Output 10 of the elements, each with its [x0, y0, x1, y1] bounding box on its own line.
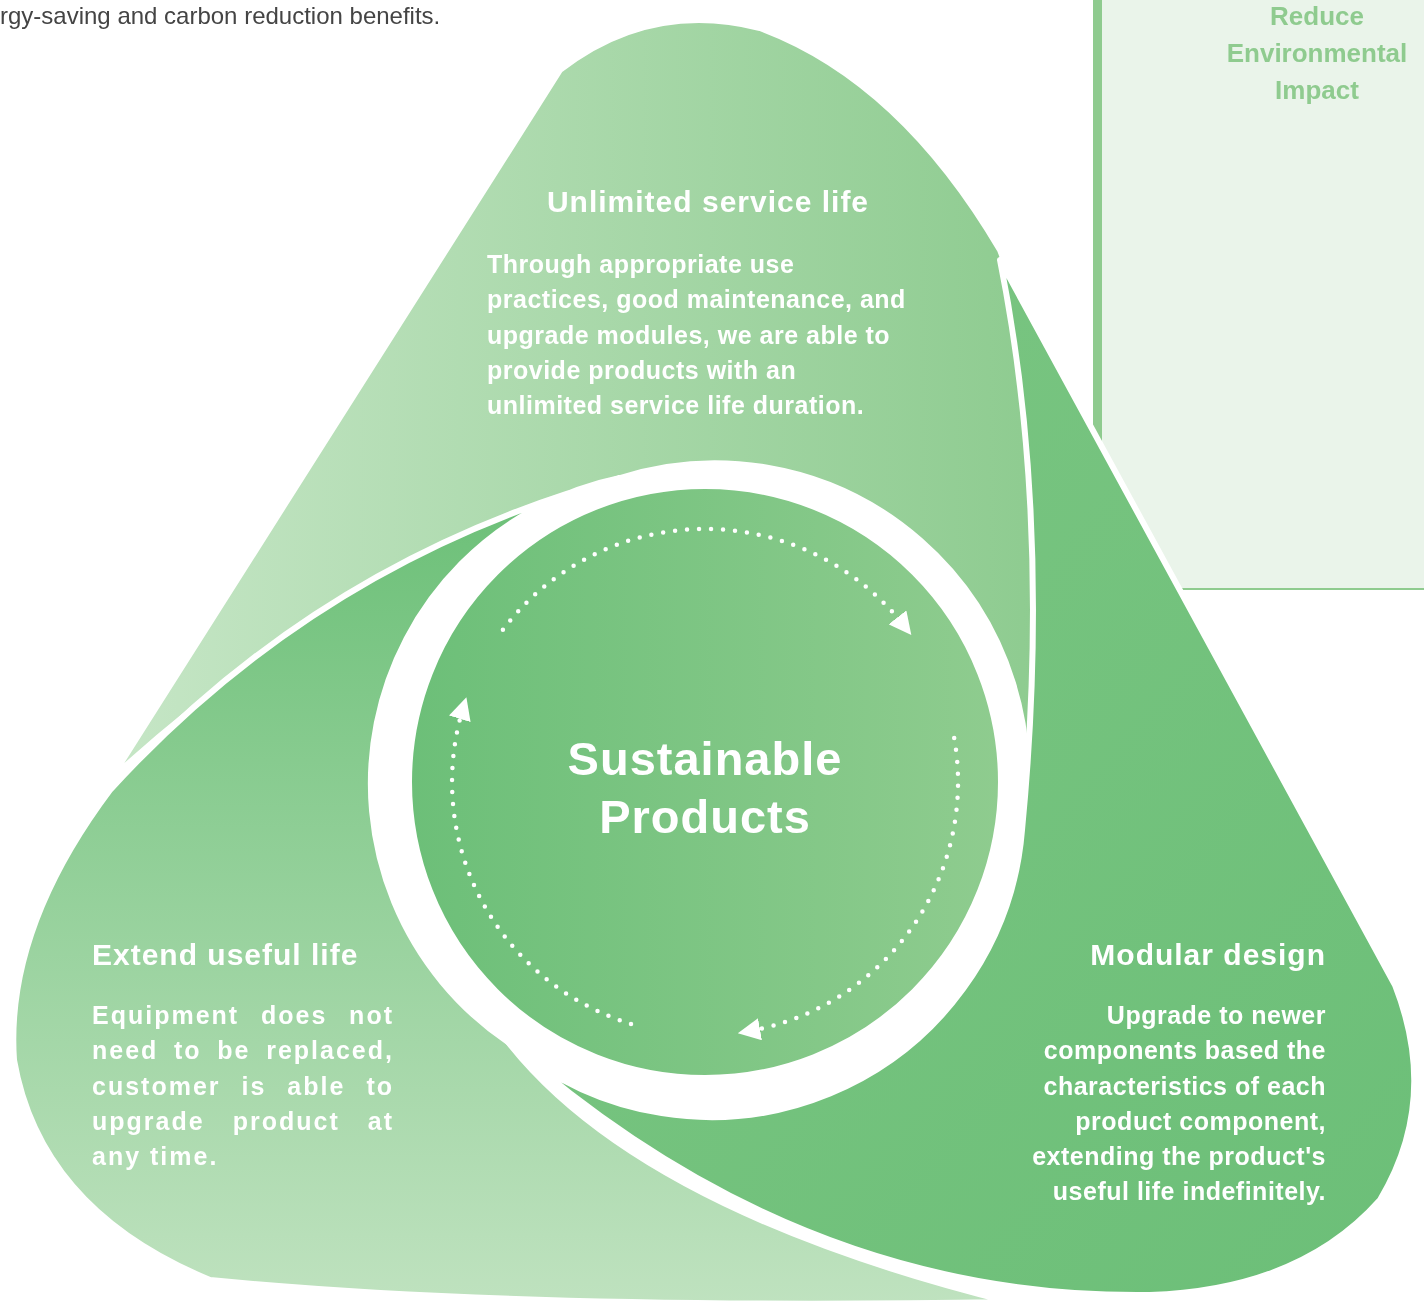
heading: Unlimited service life	[545, 185, 871, 219]
note-text: rgy-saving and carbon reduction benefits.	[0, 2, 441, 30]
title: Sustainable Products	[566, 731, 844, 845]
description: Equipment does not need to be replaced, customer is able to upgrade product at any time.	[92, 1000, 394, 1173]
description: Through appropriate use practices, good maintenance, and upgrade modules, we are able to provide products with an unlimited service life duration.	[487, 249, 907, 422]
side-panel	[1093, 0, 1424, 590]
heading: Extend useful life	[92, 938, 360, 972]
heading: Modular design	[1089, 938, 1326, 972]
title: Reduce Environmental Impact	[1225, 0, 1409, 107]
description: Upgrade to newer components based the characteristics of each product component, extending the product's useful life indefinitely.	[1031, 1000, 1326, 1208]
